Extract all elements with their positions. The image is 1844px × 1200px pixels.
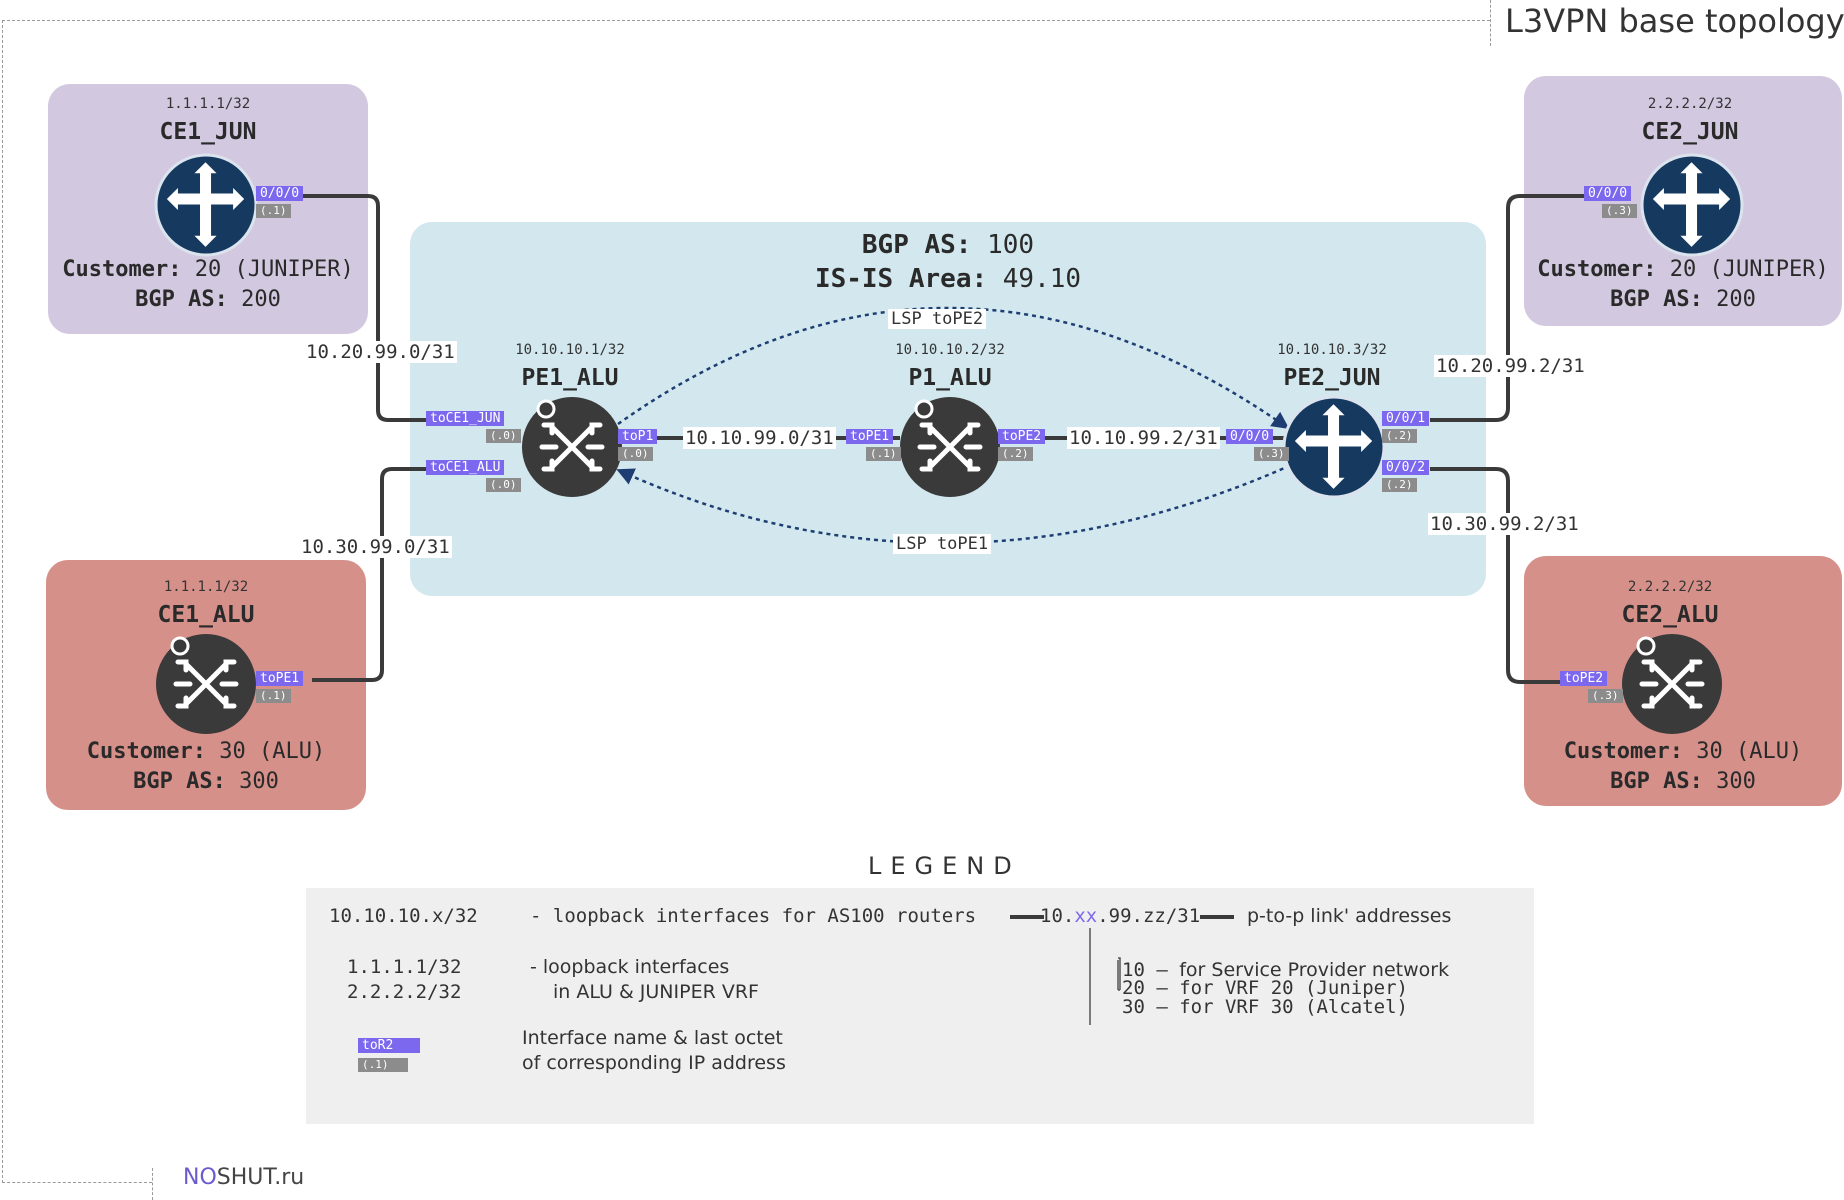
core-title: BGP AS: 100 IS-IS Area: 49.10 [814, 230, 1082, 294]
legend-sample-octet: (.1) [358, 1058, 408, 1072]
link-pe2-ce2-alu [1430, 467, 1580, 684]
pe2-002-name: 0/0/2 [1382, 460, 1430, 475]
outer-frame [2, 20, 1490, 1183]
pe2-000-name: 0/0/0 [1226, 429, 1274, 444]
legend-row3-desc2: of corresponding IP address [522, 1052, 786, 1074]
pe2-000-octet: (.3) [1254, 447, 1289, 461]
link-ce1-jun-pe1 [290, 194, 430, 422]
brand-logo[interactable]: NOSHUT.ru [183, 1165, 305, 1190]
ce1-alu-if-octet: (.1) [256, 689, 291, 703]
legend-row2-code1: 1.1.1.1/32 [347, 956, 462, 978]
legend-xx-20: 20 – for VRF 20 (Juniper) [1122, 977, 1408, 999]
ce1-alu-name: CE1_ALU [157, 602, 255, 628]
legend-xx-10: 10 – for Service Provider network [1122, 959, 1450, 981]
legend-row1-desc: - loopback interfaces for AS100 routers [530, 905, 977, 927]
ce2-alu-info: Customer: 30 (ALU) BGP AS: 300 [1563, 739, 1803, 794]
legend-bracket [1089, 928, 1121, 1025]
pe2-001-octet: (.2) [1382, 429, 1417, 443]
pe1-top1-name: toP1 [618, 429, 658, 444]
lsp-to-pe1-label: LSP toPE1 [893, 534, 992, 554]
p1-tope2-octet: (.2) [998, 447, 1033, 461]
ce1-alu-info: Customer: 30 (ALU) BGP AS: 300 [86, 739, 326, 794]
p1-tope2-name: toPE2 [998, 429, 1046, 444]
link-pe2-ce2-alu-subnet: 10.30.99.2/31 [1428, 513, 1581, 535]
alu-router-icon[interactable] [1620, 632, 1724, 736]
legend-addr-desc: p-to-p link' addresses [1247, 905, 1452, 927]
ce2-alu-loopback: 2.2.2.2/32 [1627, 579, 1713, 595]
legend-row2-desc2: in ALU & JUNIPER VRF [553, 981, 759, 1003]
ce2-jun-if-octet: (.3) [1602, 204, 1637, 218]
ce1-jun-name: CE1_JUN [159, 119, 257, 145]
ce2-alu-if-octet: (.3) [1588, 689, 1623, 703]
lsp-to-pe1-path [616, 460, 1299, 545]
legend-row1-code: 10.10.10.x/32 [329, 905, 478, 927]
link-ce1-jun-pe1-subnet: 10.20.99.0/31 [304, 341, 457, 363]
alu-router-icon[interactable] [898, 395, 1002, 499]
ce2-jun-loopback: 2.2.2.2/32 [1647, 96, 1733, 112]
ce1-jun-loopback: 1.1.1.1/32 [165, 96, 251, 112]
brand-separator [152, 1168, 153, 1200]
ce1-jun-if-name: 0/0/0 [256, 186, 304, 201]
pe2-jun-name: PE2_JUN [1283, 365, 1381, 391]
link-pe1-p1-subnet: 10.10.99.0/31 [683, 427, 836, 449]
legend-sample-if: toR2 [358, 1038, 420, 1053]
legend-addr-format: 10.xx.99.zz/31 [1040, 905, 1201, 927]
p1-tope1-name: toPE1 [846, 429, 894, 444]
ce2-jun-info: Customer: 20 (JUNIPER) BGP AS: 200 [1537, 257, 1829, 312]
pe1-toce1-alu-name: toCE1_ALU [426, 460, 505, 475]
legend-title: LEGEND [868, 852, 1021, 880]
pe2-jun-loopback: 10.10.10.3/32 [1277, 342, 1387, 358]
legend-box [306, 888, 1534, 1124]
ce1-alu-loopback: 1.1.1.1/32 [163, 579, 249, 595]
ce1-jun-info: Customer: 20 (JUNIPER) BGP AS: 200 [62, 257, 354, 312]
pe2-002-octet: (.2) [1382, 478, 1417, 492]
legend-row3-desc1: Interface name & last octet [522, 1027, 783, 1049]
legend-row2-desc1: - loopback interfaces [530, 956, 730, 978]
juniper-router-icon[interactable] [154, 153, 258, 257]
p1-alu-name: P1_ALU [908, 365, 992, 391]
pe1-toce1-jun-octet: (.0) [486, 429, 521, 443]
ce1-jun-if-octet: (.1) [256, 204, 291, 218]
title-separator [1490, 0, 1491, 46]
p1-alu-loopback: 10.10.10.2/32 [895, 342, 1005, 358]
ce2-jun-if-name: 0/0/0 [1584, 186, 1632, 201]
pe1-toce1-jun-name: toCE1_JUN [426, 411, 505, 426]
alu-router-icon[interactable] [520, 395, 624, 499]
alu-router-icon[interactable] [154, 632, 258, 736]
ce2-alu-name: CE2_ALU [1621, 602, 1719, 628]
outer-frame-bottom [2, 1182, 152, 1183]
pe2-001-name: 0/0/1 [1382, 411, 1430, 426]
ce2-jun-name: CE2_JUN [1641, 119, 1739, 145]
p1-tope1-octet: (.1) [866, 447, 901, 461]
pe1-alu-loopback: 10.10.10.1/32 [515, 342, 625, 358]
pe1-top1-octet: (.0) [618, 447, 653, 461]
juniper-router-icon[interactable] [1640, 153, 1744, 257]
juniper-router-icon[interactable] [1282, 395, 1386, 499]
legend-xx-30: 30 – for VRF 30 (Alcatel) [1122, 996, 1408, 1018]
lsp-to-pe2-label: LSP toPE2 [888, 309, 987, 329]
lsp-to-pe2-path [617, 306, 1290, 430]
ce1-alu-if-name: toPE1 [256, 671, 304, 686]
link-ce1-alu-pe1-subnet: 10.30.99.0/31 [299, 536, 452, 558]
link-p1-pe2-subnet: 10.10.99.2/31 [1067, 427, 1220, 449]
pe1-alu-name: PE1_ALU [521, 365, 619, 391]
ce2-alu-if-name: toPE2 [1560, 671, 1608, 686]
diagram-title: L3VPN base topology [1505, 2, 1844, 40]
link-pe2-ce2-jun [1430, 194, 1590, 422]
link-pe2-ce2-jun-subnet: 10.20.99.2/31 [1434, 355, 1587, 377]
pe1-toce1-alu-octet: (.0) [486, 478, 521, 492]
link-ce1-alu-pe1 [312, 467, 432, 682]
legend-row2-code2: 2.2.2.2/32 [347, 981, 462, 1003]
